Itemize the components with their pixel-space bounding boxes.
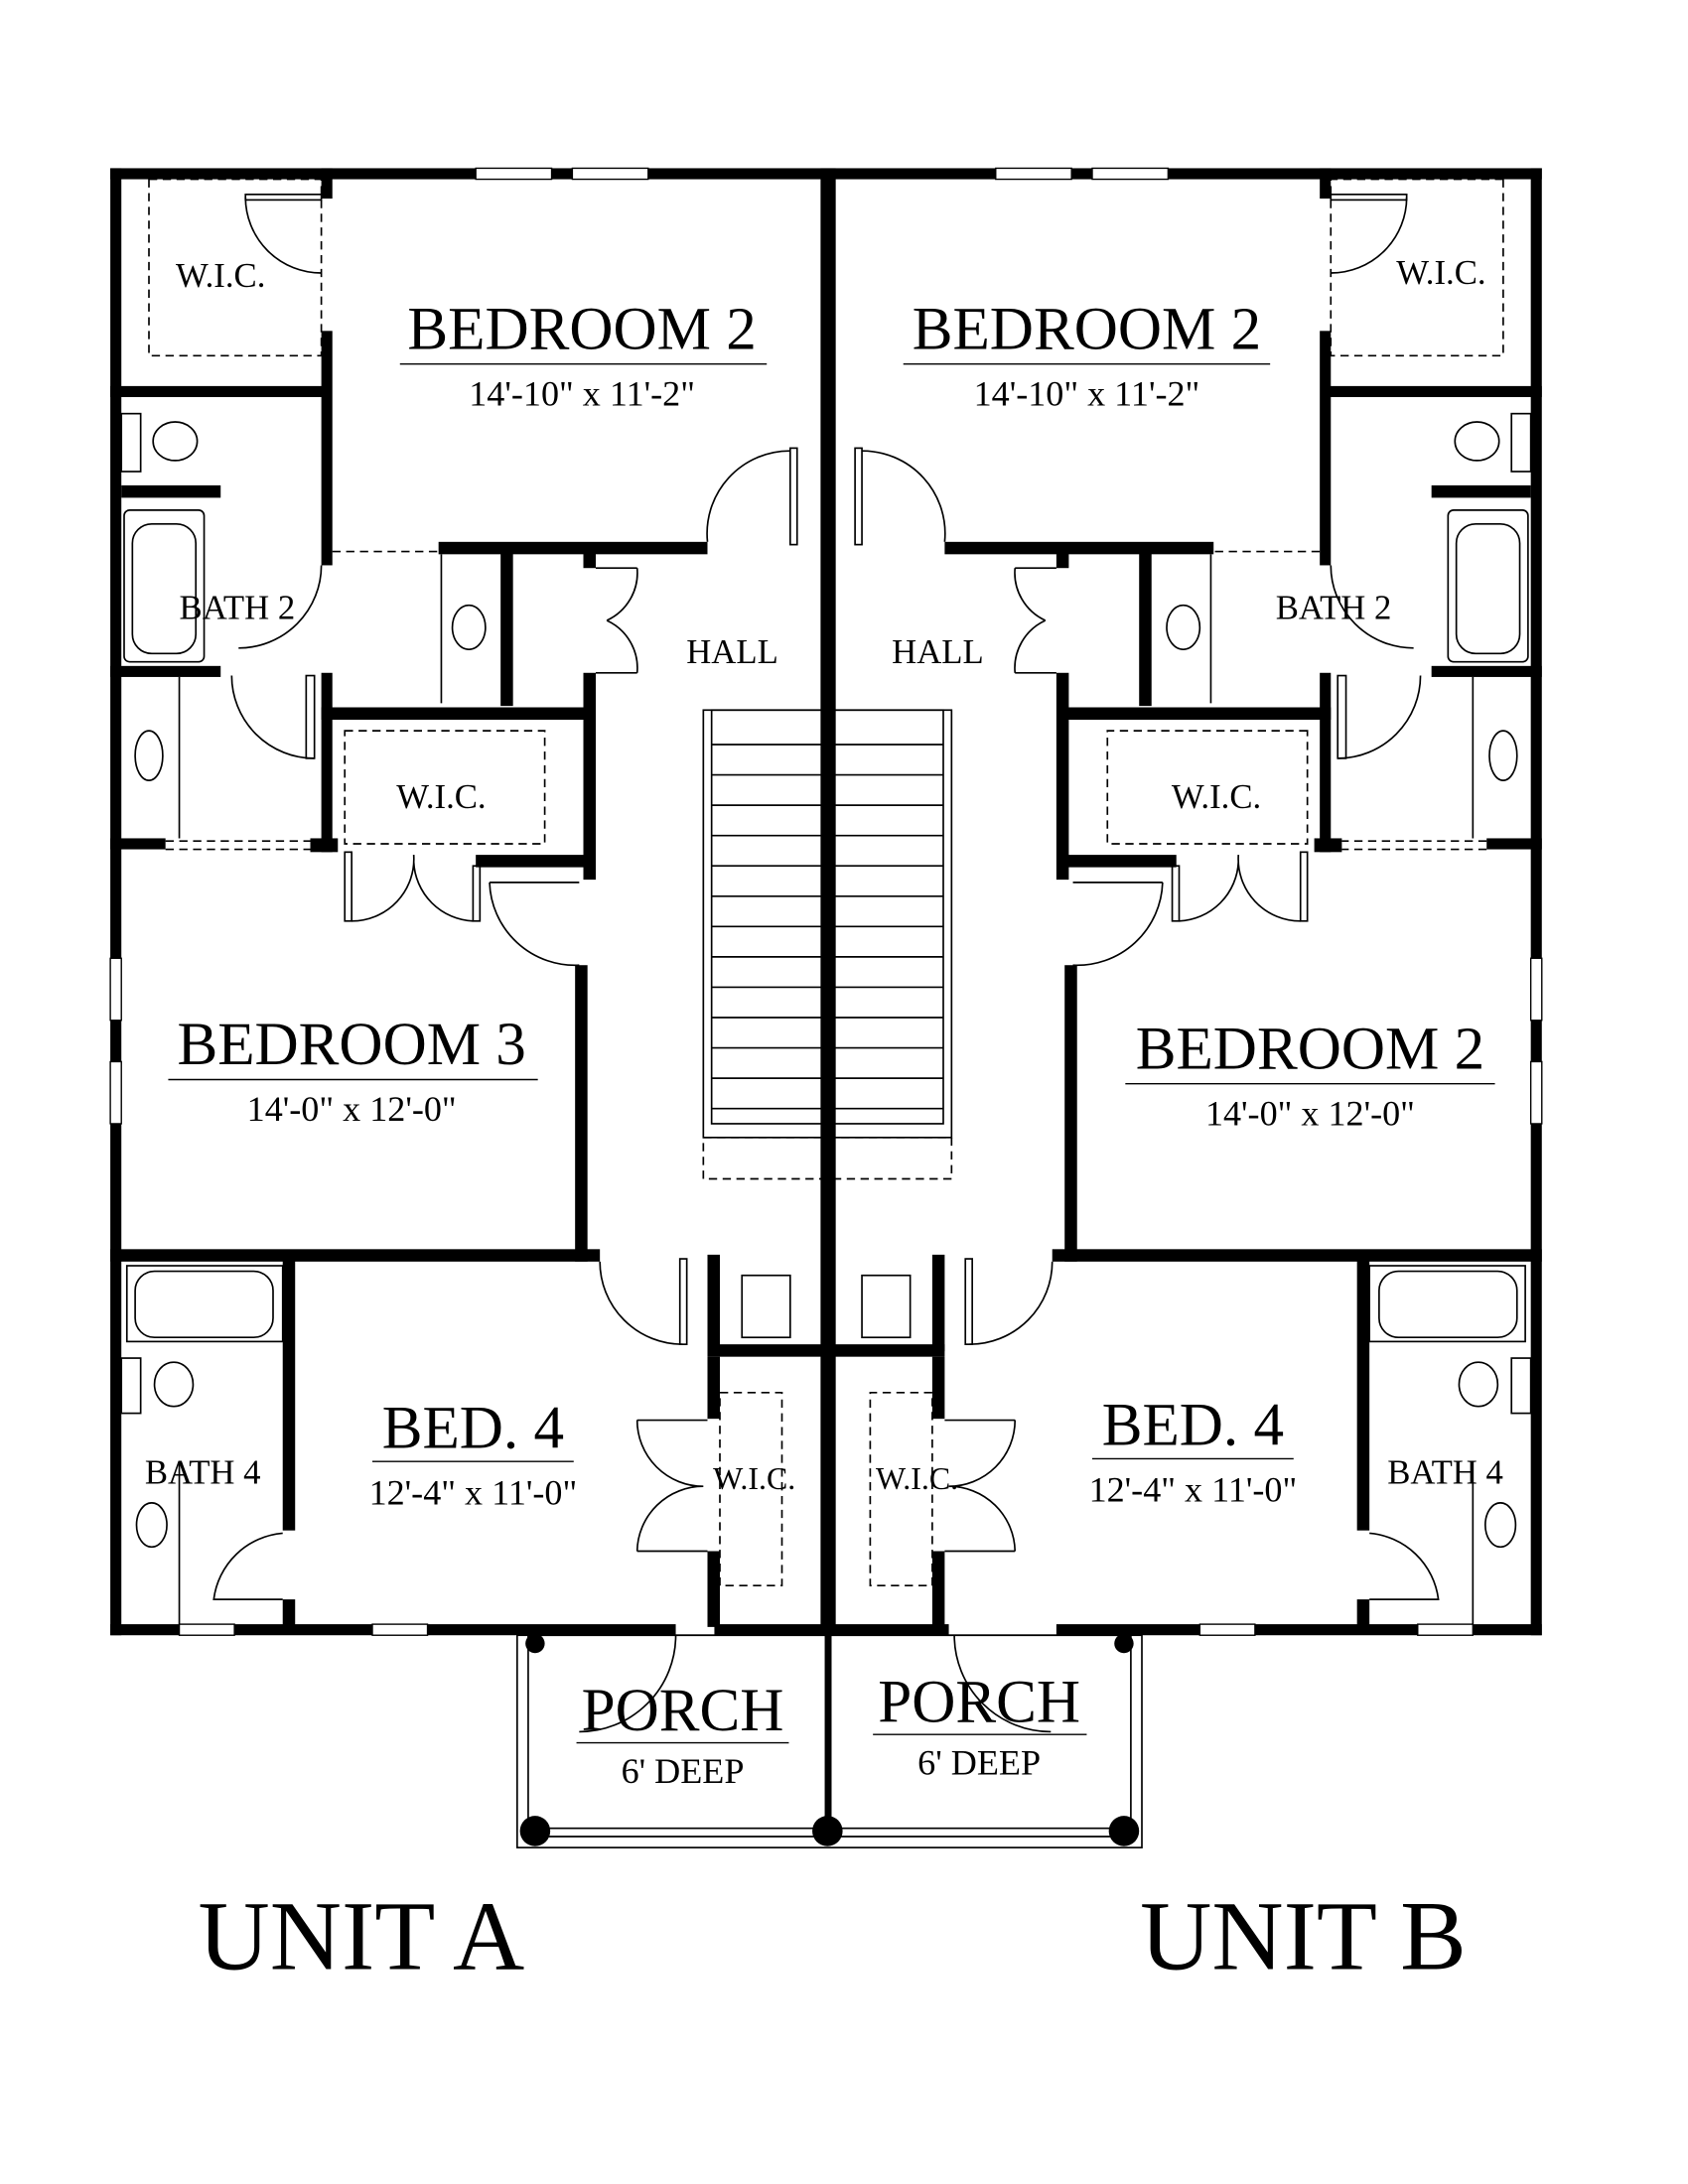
staircase [702,709,953,1180]
party-wall [820,168,836,1636]
room-name: BATH 2 [1276,589,1392,627]
unit-a-labels: BEDROOM 2 14'-10" x 11'-2" W.I.C. BATH 2… [145,256,795,1990]
room-name: BATH 4 [1387,1452,1503,1491]
room-name: BED. 4 [1102,1393,1284,1459]
room-size: 12'-4" x 11'-0" [1089,1470,1298,1510]
room-name: BEDROOM 3 [177,1012,525,1078]
unit-b-labels: BEDROOM 2 14'-10" x 11'-2" W.I.C. BATH 2… [873,253,1503,1990]
exterior-walls [109,167,1543,1835]
porch-column [812,1816,843,1846]
room-name: BEDROOM 2 [1136,1016,1484,1082]
unit-label: UNIT B [1140,1880,1467,1990]
room-name: BED. 4 [382,1395,564,1461]
room-name: BEDROOM 2 [913,296,1261,362]
room-name: BATH 2 [180,589,296,627]
room-name: W.I.C. [396,777,486,816]
room-name: HALL [892,632,984,671]
room-name: W.I.C. [1396,253,1485,292]
room-name: PORCH [582,1678,784,1744]
unit-a-interior [110,168,825,1627]
porch-column [525,1633,545,1654]
porch-column [519,1816,551,1846]
room-name: W.I.C. [1172,777,1261,816]
room-size: 6' DEEP [917,1743,1041,1783]
room-name: W.I.C. [713,1461,795,1496]
room-name: BATH 4 [145,1452,261,1491]
room-name: W.I.C. [876,1461,958,1496]
room-size: 14'-0" x 12'-0" [1205,1093,1415,1133]
room-name: W.I.C. [176,256,265,295]
porch-column [1114,1633,1134,1654]
porch-column [1108,1816,1140,1846]
room-name: HALL [686,632,778,671]
room-name: BEDROOM 2 [407,296,756,362]
room-name: PORCH [878,1670,1080,1736]
room-size: 14'-10" x 11'-2" [469,373,695,413]
unit-label: UNIT A [199,1880,525,1990]
room-size: 12'-4" x 11'-0" [369,1472,578,1512]
room-size: 14'-10" x 11'-2" [974,373,1200,413]
room-size: 6' DEEP [622,1751,745,1791]
porch-structure [516,1633,1143,1848]
room-size: 14'-0" x 12'-0" [247,1089,457,1129]
